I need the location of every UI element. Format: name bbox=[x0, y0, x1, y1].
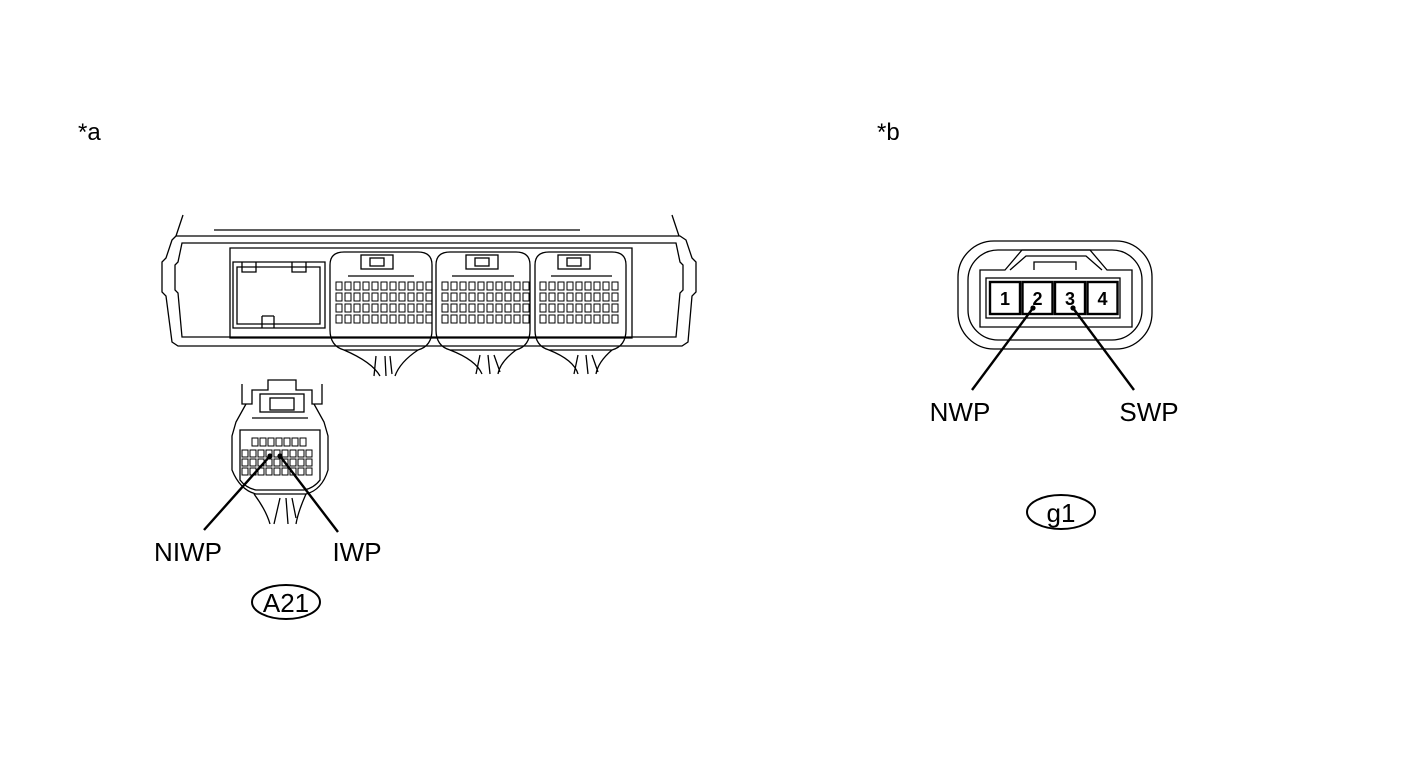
connector-id-a21: A21 bbox=[263, 588, 309, 618]
ecu-plug-3 bbox=[534, 251, 627, 375]
ecu-housing bbox=[161, 214, 697, 347]
terminal-label-swp: SWP bbox=[1119, 397, 1178, 427]
ecu-plug-1 bbox=[329, 251, 433, 377]
g1-pin-number: 4 bbox=[1097, 289, 1107, 309]
leader-swp bbox=[1072, 307, 1135, 391]
connector-id-g1-outline bbox=[1026, 494, 1096, 530]
connector-g1-body bbox=[957, 240, 1153, 350]
g1-pin-number: 2 bbox=[1032, 289, 1042, 309]
g1-pin-number: 1 bbox=[1000, 289, 1010, 309]
connector-id-g1: g1 bbox=[1047, 498, 1076, 528]
pin-dot-iwp bbox=[277, 453, 283, 459]
a21-cavities bbox=[241, 449, 313, 476]
g1-pin-cavity bbox=[1086, 280, 1119, 316]
ecu-plug-1-cavities bbox=[335, 281, 433, 324]
g1-pin-number: 3 bbox=[1065, 289, 1075, 309]
panel-a-marker: *a bbox=[78, 119, 101, 146]
terminal-label-nwp: NWP bbox=[930, 397, 991, 427]
ecu-plug-2-cavities bbox=[441, 281, 530, 324]
g1-pin-cavity bbox=[988, 280, 1022, 316]
leader-niwp bbox=[203, 455, 271, 531]
pin-dot-nwp bbox=[1030, 305, 1036, 311]
g1-pin-cavity bbox=[1021, 280, 1054, 316]
pin-dot-swp bbox=[1070, 305, 1076, 311]
connector-id-a21-outline bbox=[251, 584, 321, 620]
pin-dot-niwp bbox=[267, 453, 273, 459]
leader-nwp bbox=[971, 307, 1034, 391]
ecu-plug-3-cavities bbox=[539, 281, 619, 324]
a21-cavities-top bbox=[251, 437, 307, 447]
ecu-plug-2 bbox=[435, 251, 531, 375]
g1-pin-cavity bbox=[1053, 280, 1087, 316]
connector-a21-body bbox=[231, 379, 329, 525]
panel-b-marker: *b bbox=[877, 119, 900, 146]
terminal-label-iwp: IWP bbox=[332, 537, 381, 567]
leader-iwp bbox=[279, 455, 339, 533]
terminal-label-niwp: NIWP bbox=[154, 537, 222, 567]
